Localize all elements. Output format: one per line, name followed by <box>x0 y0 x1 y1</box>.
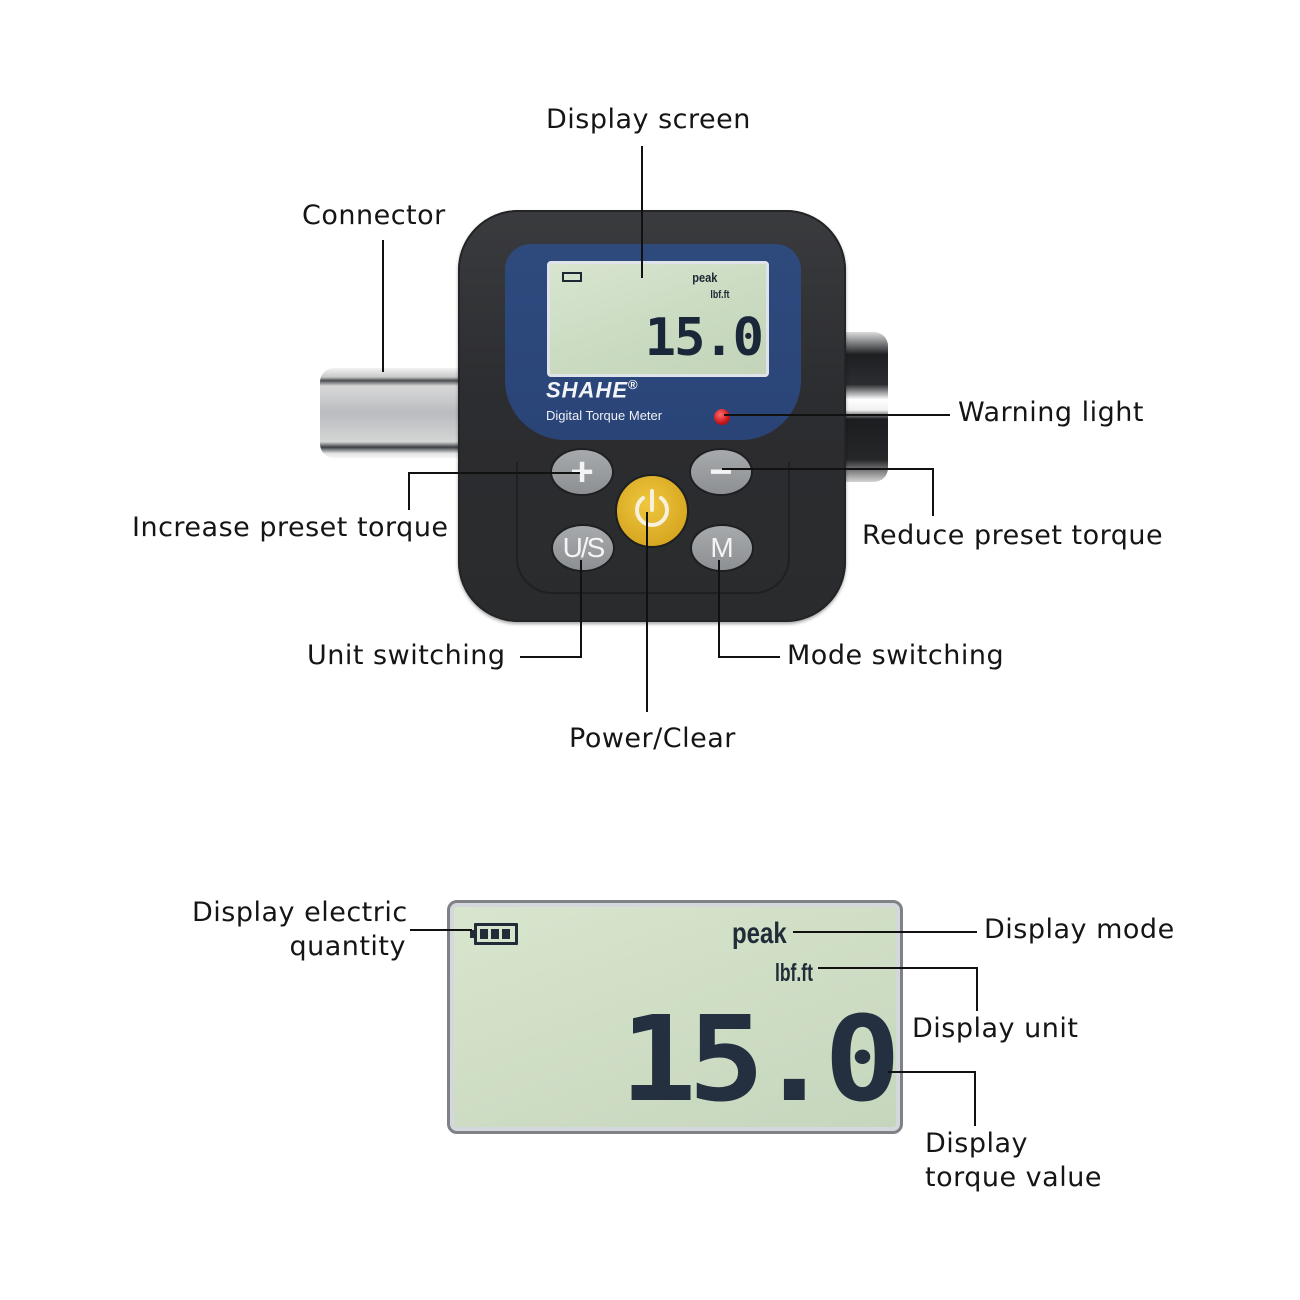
leader-line <box>974 1071 976 1126</box>
callout-line-2: quantity <box>289 931 406 962</box>
leader-line <box>888 1071 976 1073</box>
plus-icon: + <box>570 449 594 494</box>
callout-display-mode: Display mode <box>984 914 1175 945</box>
lcd-torque-value: 15.0 <box>644 308 764 368</box>
lcd-mode: peak <box>732 917 787 950</box>
leader-line <box>793 931 977 933</box>
lcd-unit: lbf.ft <box>710 289 730 301</box>
device-lcd-screen: peak lbf.ft 15.0 <box>547 261 769 377</box>
callout-line-1: Display <box>925 1128 1029 1159</box>
leader-line <box>976 967 978 1011</box>
battery-cell <box>491 929 499 939</box>
power-icon <box>635 489 669 527</box>
lcd-torque-value: 15.0 <box>619 990 901 1128</box>
mode-button-label: M <box>710 532 734 563</box>
leader-line <box>410 929 472 931</box>
callout-line-1: Display electric <box>192 897 408 928</box>
mode-switch-button[interactable]: M <box>690 524 754 572</box>
callout-display-unit: Display unit <box>912 1013 1079 1044</box>
callout-power-clear: Power/Clear <box>569 723 736 754</box>
device-subtitle: Digital Torque Meter <box>546 408 663 423</box>
callout-reduce-preset-torque: Reduce preset torque <box>862 520 1164 551</box>
leader-line <box>408 472 410 510</box>
leader-line <box>724 414 950 416</box>
battery-cell <box>480 929 488 939</box>
lcd-unit: lbf.ft <box>775 959 813 987</box>
reduce-button[interactable]: − <box>689 448 753 496</box>
battery-icon <box>562 272 582 282</box>
leader-line <box>718 656 780 658</box>
callout-connector: Connector <box>302 200 446 231</box>
callout-unit-switching: Unit switching <box>307 640 506 671</box>
brand-name: SHAHE <box>546 377 629 403</box>
lcd-mode: peak <box>692 270 718 285</box>
leader-line <box>718 560 720 658</box>
callout-display-torque-value: Display torque value <box>925 1127 1102 1195</box>
connector-socket-drive <box>838 332 888 482</box>
registered-mark: ® <box>628 377 639 392</box>
callout-warning-light: Warning light <box>958 397 1144 428</box>
connector-square-drive <box>320 368 470 458</box>
callout-mode-switching: Mode switching <box>787 640 1005 671</box>
battery-icon <box>470 923 518 945</box>
callout-increase-preset-torque: Increase preset torque <box>132 512 449 543</box>
leader-line <box>932 468 934 516</box>
brand-logo: SHAHE® <box>546 377 639 403</box>
warning-light-led <box>714 409 730 425</box>
leader-line <box>408 472 580 474</box>
callout-display-screen: Display screen <box>546 104 751 135</box>
leader-line <box>722 468 934 470</box>
power-clear-button[interactable] <box>615 474 689 548</box>
callout-display-electric-quantity: Display electric quantity <box>192 896 408 964</box>
enlarged-lcd-screen: peak lbf.ft 15.0 <box>447 900 903 1134</box>
leader-line <box>646 512 648 712</box>
leader-line <box>580 560 582 658</box>
leader-line <box>382 240 384 372</box>
minus-icon: − <box>709 449 733 494</box>
leader-line <box>641 146 643 278</box>
device-button-panel-outline <box>516 462 790 594</box>
callout-line-2: torque value <box>925 1162 1102 1193</box>
unit-switch-button[interactable]: U/S <box>551 524 615 572</box>
battery-cell <box>502 929 510 939</box>
increase-button[interactable]: + <box>550 448 614 496</box>
unit-button-label: U/S <box>562 532 606 563</box>
leader-line <box>818 967 978 969</box>
leader-line <box>520 656 582 658</box>
